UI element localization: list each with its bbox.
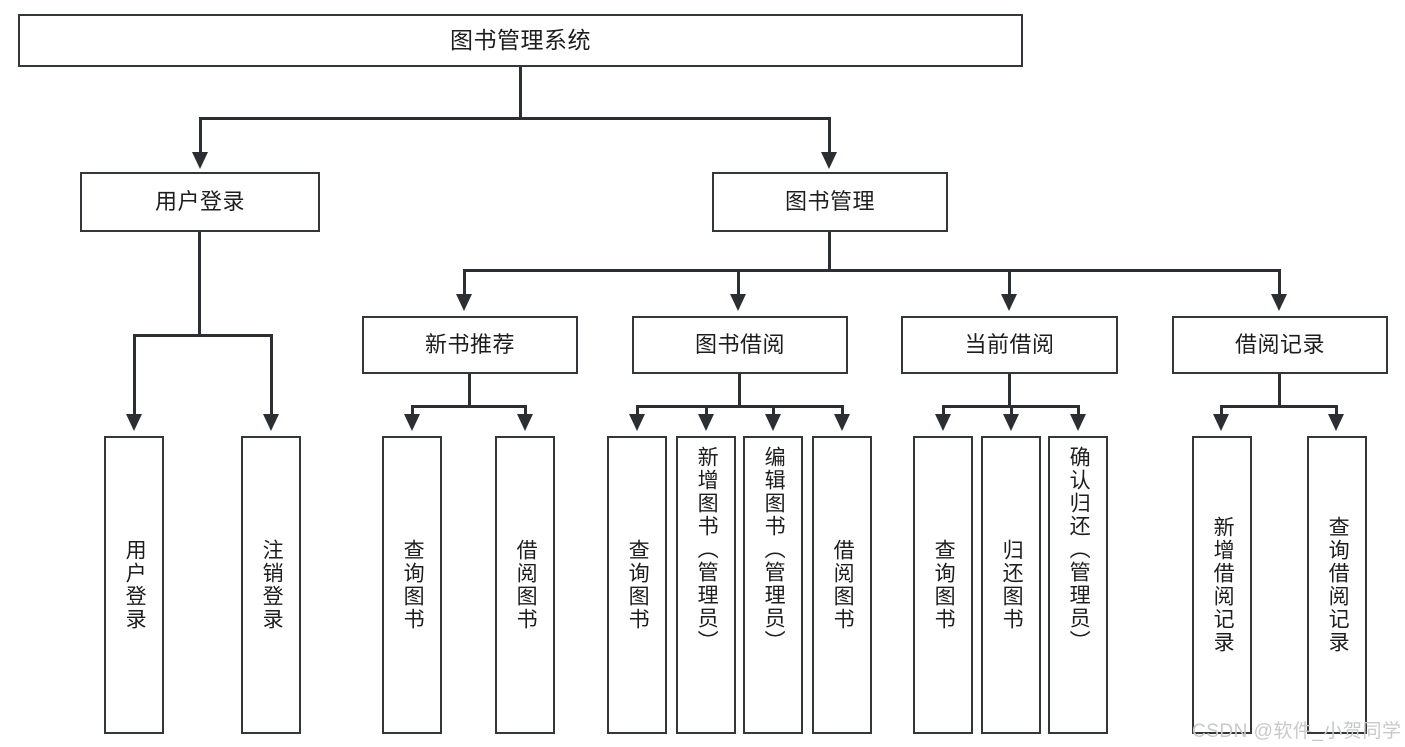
- leaf-borrow-record-add-record[interactable]: 新增借阅记录: [1192, 436, 1252, 734]
- node-label: 归还图书: [1000, 539, 1024, 631]
- arrowhead-bm-current-borrow: [1001, 294, 1017, 311]
- node-label: 注销登录: [260, 539, 284, 631]
- leaf-new-book-query-book[interactable]: 查询图书: [382, 436, 442, 734]
- leaf-book-borrow-add-book-admin[interactable]: 新增图书（管理员）: [676, 436, 736, 734]
- node-label: 查询图书: [401, 539, 425, 631]
- connector-new-book-bar: [411, 405, 527, 408]
- arrowhead-root-to-book-management: [821, 152, 837, 169]
- arrowhead-bm-book-borrow: [730, 294, 746, 311]
- leaf-borrow-record-query-record[interactable]: 查询借阅记录: [1307, 436, 1367, 734]
- leaf-book-borrow-query-book[interactable]: 查询图书: [607, 436, 667, 734]
- connector-current-borrow-leaf-3: [1077, 405, 1080, 419]
- connector-current-borrow-leaf-2: [1010, 405, 1013, 419]
- node-label: 新书推荐: [424, 332, 515, 358]
- leaf-current-borrow-return-book[interactable]: 归还图书: [981, 436, 1041, 734]
- connector-book-borrow-bar: [636, 405, 844, 408]
- node-book-borrow[interactable]: 图书借阅: [632, 316, 848, 374]
- connector-user-login-to-leaf-2: [270, 334, 273, 416]
- node-label: 确认归还（管理员）: [1067, 446, 1091, 653]
- connector-bm-to-current-borrow: [1008, 269, 1011, 296]
- node-label: 图书管理: [784, 189, 875, 215]
- node-label: 查询借阅记录: [1326, 516, 1350, 654]
- arrowhead-root-to-user-login: [192, 152, 208, 169]
- node-label: 新增借阅记录: [1211, 516, 1235, 654]
- node-label: 用户登录: [123, 539, 147, 631]
- node-root-book-management-system[interactable]: 图书管理系统: [18, 14, 1023, 67]
- node-label: 图书借阅: [694, 332, 785, 358]
- connector-book-management-stem: [828, 232, 831, 272]
- connector-new-book-stem: [468, 374, 471, 408]
- node-label: 编辑图书（管理员）: [762, 446, 786, 653]
- arrowhead-book-borrow-leaf-2: [698, 414, 714, 431]
- node-label: 用户登录: [154, 189, 245, 215]
- connector-bm-to-book-borrow: [737, 269, 740, 296]
- arrowhead-book-borrow-leaf-4: [834, 414, 850, 431]
- connector-book-borrow-leaf-3: [772, 405, 775, 419]
- connector-root-to-user-login: [199, 117, 202, 155]
- node-label: 借阅图书: [831, 539, 855, 631]
- node-label: 新增图书（管理员）: [695, 446, 719, 653]
- arrowhead-user-login-leaf-1: [126, 414, 142, 431]
- node-label: 当前借阅: [964, 332, 1055, 358]
- connector-root-to-book-management: [828, 117, 831, 155]
- node-label: 查询图书: [932, 539, 956, 631]
- connector-bm-to-borrow-record: [1278, 269, 1281, 296]
- arrowhead-bm-new-book: [456, 294, 472, 311]
- arrowhead-book-borrow-leaf-1: [629, 414, 645, 431]
- arrowhead-borrow-record-leaf-2: [1328, 414, 1344, 431]
- node-borrow-record[interactable]: 借阅记录: [1172, 316, 1388, 374]
- arrowhead-current-borrow-leaf-2: [1003, 414, 1019, 431]
- connector-book-borrow-leaf-4: [841, 405, 844, 419]
- node-label: 查询图书: [626, 539, 650, 631]
- connector-borrow-record-leaf-1: [1220, 405, 1223, 419]
- node-book-management[interactable]: 图书管理: [712, 172, 948, 232]
- connector-borrow-record-bar: [1220, 405, 1338, 408]
- connector-book-borrow-stem: [738, 374, 741, 408]
- connector-new-book-leaf-1: [411, 405, 414, 419]
- leaf-user-login-logout[interactable]: 注销登录: [241, 436, 301, 734]
- leaf-current-borrow-confirm-return-admin[interactable]: 确认归还（管理员）: [1048, 436, 1108, 734]
- node-label: 借阅图书: [514, 539, 538, 631]
- connector-new-book-leaf-2: [524, 405, 527, 419]
- node-new-book-recommend[interactable]: 新书推荐: [362, 316, 578, 374]
- connector-user-login-to-leaf-1: [133, 334, 136, 416]
- arrowhead-new-book-leaf-1: [404, 414, 420, 431]
- connector-current-borrow-stem: [1008, 374, 1011, 408]
- arrowhead-bm-borrow-record: [1271, 294, 1287, 311]
- connector-borrow-record-leaf-2: [1335, 405, 1338, 419]
- connector-root-stem: [519, 67, 522, 119]
- connector-bm-to-new-book: [463, 269, 466, 296]
- arrowhead-borrow-record-leaf-1: [1213, 414, 1229, 431]
- leaf-current-borrow-query-book[interactable]: 查询图书: [913, 436, 973, 734]
- arrowhead-new-book-leaf-2: [517, 414, 533, 431]
- arrowhead-user-login-leaf-2: [263, 414, 279, 431]
- node-label: 图书管理系统: [450, 26, 591, 53]
- connector-book-management-bar: [463, 269, 1281, 272]
- leaf-book-borrow-borrow-book[interactable]: 借阅图书: [812, 436, 872, 734]
- connector-user-login-bar: [133, 334, 273, 337]
- connector-user-login-stem: [198, 232, 201, 336]
- node-user-login[interactable]: 用户登录: [80, 172, 320, 232]
- connector-book-borrow-leaf-2: [705, 405, 708, 419]
- arrowhead-current-borrow-leaf-3: [1070, 414, 1086, 431]
- leaf-new-book-borrow-book[interactable]: 借阅图书: [495, 436, 555, 734]
- connector-book-borrow-leaf-1: [636, 405, 639, 419]
- connector-root-bar: [199, 117, 831, 120]
- connector-borrow-record-stem: [1278, 374, 1281, 408]
- node-current-borrow[interactable]: 当前借阅: [901, 316, 1118, 374]
- arrowhead-current-borrow-leaf-1: [935, 414, 951, 431]
- arrowhead-book-borrow-leaf-3: [765, 414, 781, 431]
- leaf-user-login-login[interactable]: 用户登录: [104, 436, 164, 734]
- leaf-book-borrow-edit-book-admin[interactable]: 编辑图书（管理员）: [743, 436, 803, 734]
- node-label: 借阅记录: [1234, 332, 1325, 358]
- connector-current-borrow-leaf-1: [942, 405, 945, 419]
